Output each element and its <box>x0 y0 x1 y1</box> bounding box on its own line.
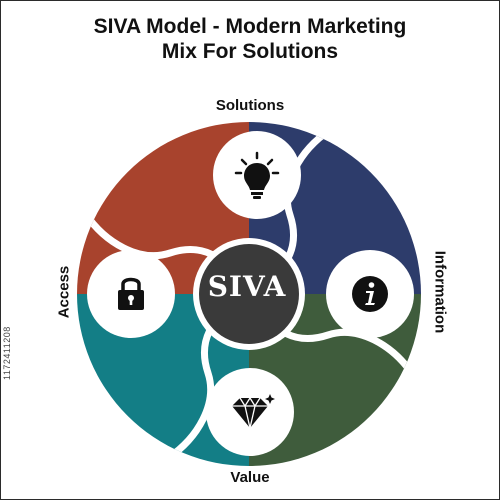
segment-value <box>249 294 421 466</box>
label-value: Value <box>230 469 270 486</box>
center-disc <box>199 244 299 344</box>
segment-access <box>77 294 249 466</box>
padlock-icon <box>118 277 144 310</box>
lightbulb-icon <box>234 151 280 199</box>
info-icon <box>352 276 388 312</box>
segment-solutions <box>77 122 249 294</box>
label-solutions: Solutions <box>215 97 285 114</box>
center-label: SIVA <box>207 270 287 303</box>
title-line-2: Mix For Solutions <box>161 40 339 63</box>
diamond-icon <box>232 394 275 429</box>
diagram-title: SIVA Model - Modern Marketing Mix For So… <box>0 14 500 64</box>
segment-information <box>249 122 421 294</box>
title-line-1: SIVA Model - Modern Marketing <box>93 15 407 38</box>
